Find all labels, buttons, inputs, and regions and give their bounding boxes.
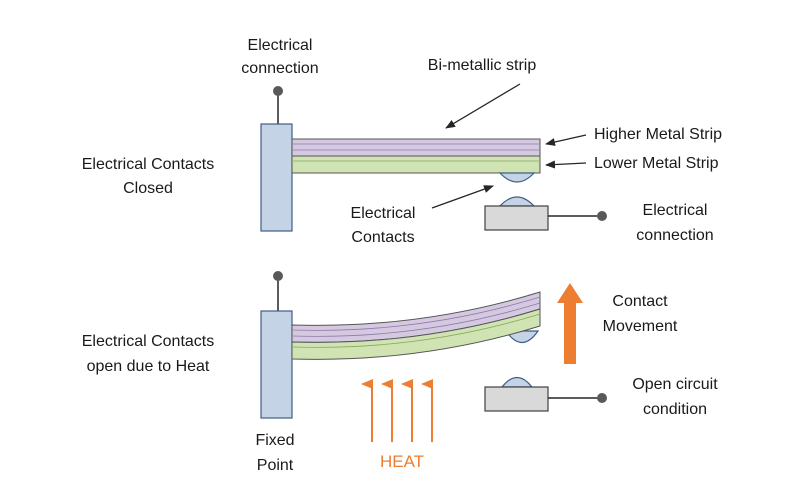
bent-strip-line-2 bbox=[291, 302, 541, 337]
label-heat: HEAT bbox=[380, 452, 424, 471]
label-electrical-connection-top-2: connection bbox=[241, 60, 318, 77]
contact-base-bottom bbox=[484, 386, 549, 412]
top-right-terminal bbox=[597, 211, 607, 221]
label-contacts-open-1: Electrical Contacts bbox=[82, 333, 215, 350]
label-bimetallic-strip: Bi-metallic strip bbox=[428, 57, 537, 74]
label-electrical-connection-right-2: connection bbox=[636, 227, 713, 244]
top-post-terminal bbox=[273, 86, 283, 96]
lower-contact-top bbox=[498, 196, 536, 207]
upper-contact-top bbox=[498, 172, 536, 183]
contact-movement-arrow bbox=[557, 283, 583, 364]
lower-metal-strip bbox=[291, 155, 541, 174]
fixed-post-top bbox=[260, 123, 293, 232]
label-contacts-open-2: open due to Heat bbox=[87, 358, 210, 375]
higher-metal-strip bbox=[291, 138, 541, 157]
label-electrical-connection-right-1: Electrical bbox=[643, 202, 708, 219]
label-higher-metal-strip: Higher Metal Strip bbox=[594, 126, 722, 143]
label-open-circuit-2: condition bbox=[643, 401, 707, 418]
label-contacts-closed-1: Electrical Contacts bbox=[82, 156, 215, 173]
lower-contact-bottom bbox=[500, 376, 534, 388]
lower-strip-arrow bbox=[545, 160, 587, 169]
open-state-group: Electrical Contacts open due to Heat Con… bbox=[82, 271, 718, 474]
label-fixed-point-1: Fixed bbox=[255, 432, 294, 449]
bimetallic-arrow bbox=[445, 83, 521, 129]
label-electrical-connection-top-1: Electrical bbox=[248, 37, 313, 54]
contact-base-top bbox=[484, 205, 549, 231]
label-contacts-closed-2: Closed bbox=[123, 180, 173, 197]
label-open-circuit-1: Open circuit bbox=[632, 376, 718, 393]
fixed-post-bottom bbox=[260, 310, 293, 419]
closed-state-group: Electrical connection Bi-metallic strip … bbox=[82, 37, 722, 246]
higher-strip-arrow bbox=[545, 134, 587, 146]
contacts-arrow bbox=[431, 185, 494, 209]
label-electrical-contacts-2: Contacts bbox=[351, 229, 414, 246]
label-contact-movement-2: Movement bbox=[603, 318, 678, 335]
bent-strip-line-3 bbox=[291, 313, 541, 348]
bent-strip-line-1 bbox=[291, 296, 541, 331]
label-electrical-contacts-1: Electrical bbox=[351, 205, 416, 222]
bottom-post-terminal bbox=[273, 271, 283, 281]
bottom-right-terminal bbox=[597, 393, 607, 403]
label-fixed-point-2: Point bbox=[257, 457, 294, 474]
label-lower-metal-strip: Lower Metal Strip bbox=[594, 155, 719, 172]
label-contact-movement-1: Contact bbox=[612, 293, 668, 310]
